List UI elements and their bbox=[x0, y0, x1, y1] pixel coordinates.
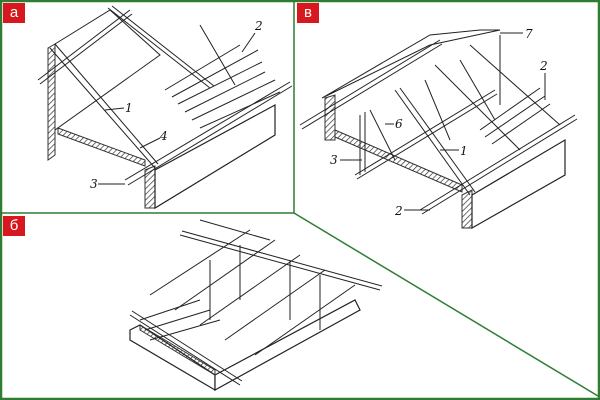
panel-a-drawing: 2 1 4 3 bbox=[37, 5, 293, 210]
panel-v-drawing: 7 2 6 1 3 2 bbox=[299, 27, 578, 230]
callout-6: 6 bbox=[395, 117, 403, 131]
callout-3: 2 bbox=[394, 204, 403, 218]
callout-1: 1 bbox=[460, 144, 468, 158]
panel-b-drawing bbox=[129, 219, 383, 392]
callout-4: 4 bbox=[159, 129, 168, 143]
panel-a-badge: а bbox=[3, 3, 25, 23]
callout-2: 2 bbox=[254, 19, 263, 33]
callout-2: 2 bbox=[539, 59, 548, 73]
callout-5: 3 bbox=[330, 153, 338, 167]
panel-b-badge: б bbox=[3, 216, 25, 236]
callout-7: 7 bbox=[525, 27, 533, 41]
callout-1: 1 bbox=[125, 101, 133, 115]
panel-v-badge: в bbox=[297, 3, 319, 23]
callout-3: 3 bbox=[90, 177, 98, 191]
